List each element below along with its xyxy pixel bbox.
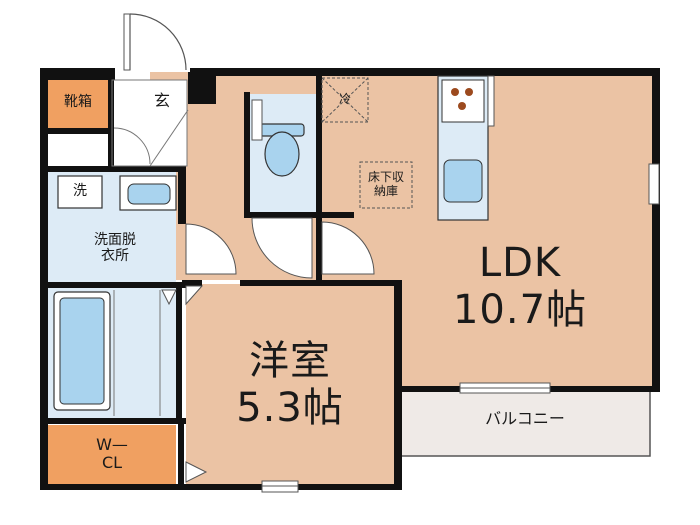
western-door-swing bbox=[185, 285, 204, 306]
stove-top bbox=[441, 79, 485, 123]
wall-shoe-bottom bbox=[40, 128, 112, 134]
entrance-floor bbox=[112, 80, 187, 166]
ldk-label: LDK 10.7帖 bbox=[420, 240, 620, 334]
entrance-label: 玄 bbox=[153, 91, 170, 110]
western-room-name: 洋室 bbox=[249, 338, 331, 384]
wall-entrance-left bbox=[108, 80, 114, 166]
walk-in-closet-line1: W— bbox=[96, 435, 128, 454]
washroom-line2: 衣所 bbox=[101, 248, 129, 265]
toilet-bowl bbox=[264, 131, 300, 177]
kitchen-sink bbox=[443, 159, 483, 203]
wall-western-top-left bbox=[182, 280, 202, 286]
stove-burner-3 bbox=[458, 102, 466, 110]
walk-in-closet-label: W— CL bbox=[48, 435, 176, 473]
wall-western-right bbox=[394, 280, 402, 490]
closet-door-swing bbox=[185, 461, 208, 483]
entrance-step-arc bbox=[113, 127, 151, 165]
balcony-floor bbox=[399, 389, 651, 457]
wall-entrance-right bbox=[188, 72, 216, 104]
toilet-sink bbox=[251, 99, 263, 141]
entrance-step bbox=[111, 79, 188, 167]
wall-closet-right bbox=[178, 418, 184, 486]
bath-door-mark bbox=[161, 289, 177, 306]
underfloor-storage-line1: 床下収 bbox=[367, 170, 404, 184]
shoe-cabinet bbox=[48, 80, 108, 128]
western-room-label: 洋室 5.3帖 bbox=[200, 338, 380, 432]
entrance-door-frame-1 bbox=[123, 13, 131, 71]
kitchen-counter-edge bbox=[487, 75, 495, 127]
fridge-cross-2 bbox=[321, 77, 369, 123]
wall-closet-top bbox=[40, 418, 186, 424]
entrance-door-swing bbox=[129, 13, 187, 71]
ldk-door-swing bbox=[321, 221, 375, 275]
walk-in-closet-floor bbox=[48, 425, 176, 485]
window-ldk-east bbox=[648, 163, 660, 205]
wall-top-main bbox=[190, 68, 658, 76]
fridge-label: 冷 bbox=[338, 92, 351, 106]
wall-ldk-left bbox=[316, 216, 322, 286]
western-room-size: 5.3帖 bbox=[236, 385, 344, 432]
washer-label: 洗 bbox=[73, 183, 87, 199]
wall-right bbox=[652, 68, 660, 392]
stove-burner-1 bbox=[451, 88, 459, 96]
bathtub-inner bbox=[59, 297, 105, 405]
wall-toilet-bottom bbox=[244, 212, 354, 218]
underfloor-storage-line2: 納庫 bbox=[373, 184, 398, 199]
walk-in-closet-line2: CL bbox=[101, 453, 123, 473]
wall-bath-top bbox=[40, 282, 186, 288]
washroom-door-swing bbox=[185, 223, 237, 275]
underfloor-storage-box bbox=[359, 161, 413, 209]
vanity-basin bbox=[127, 183, 171, 205]
toilet-door-swing bbox=[251, 217, 313, 279]
washroom-line1: 洗面脱 bbox=[94, 232, 136, 248]
ldk-size: 10.7帖 bbox=[452, 287, 588, 334]
entrance-diagonal bbox=[149, 109, 189, 167]
washroom-label: 洗面脱 衣所 bbox=[70, 232, 160, 264]
wall-bottom-left bbox=[40, 484, 394, 490]
fridge-box bbox=[321, 77, 369, 123]
wall-bath-right bbox=[176, 282, 182, 422]
shoe-cabinet-label: 靴箱 bbox=[64, 94, 92, 110]
balcony-label: バルコニー bbox=[485, 409, 565, 428]
wall-wash-right bbox=[178, 166, 186, 224]
western-room-floor bbox=[186, 284, 394, 484]
wall-left bbox=[40, 68, 48, 488]
washer-box bbox=[57, 175, 103, 209]
wall-toilet-left bbox=[244, 92, 250, 216]
stove-burner-2 bbox=[465, 88, 473, 96]
wall-toilet-right bbox=[316, 72, 322, 216]
wall-top-left bbox=[40, 68, 115, 80]
ldk-name: LDK bbox=[478, 240, 562, 286]
wall-wash-top bbox=[40, 166, 186, 172]
underfloor-storage-label: 床下収 納庫 bbox=[360, 170, 412, 199]
